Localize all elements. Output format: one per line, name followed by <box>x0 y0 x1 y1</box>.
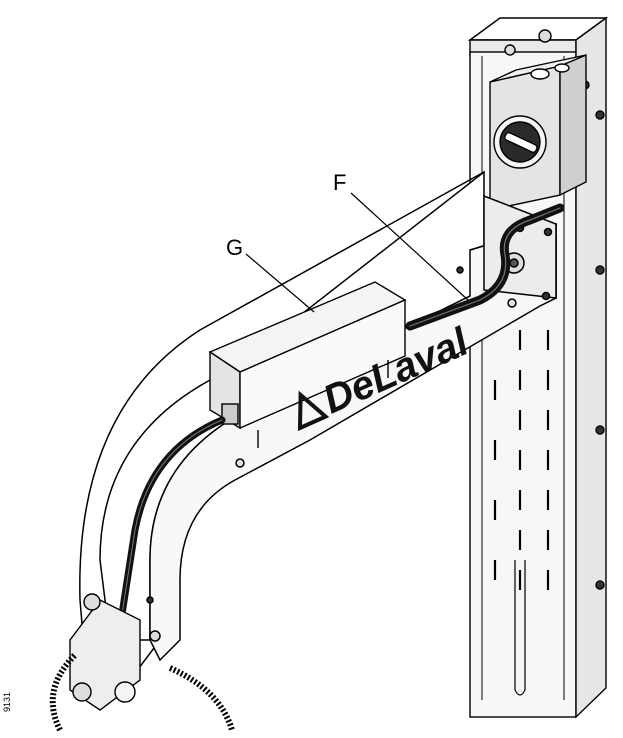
electronic-box <box>208 281 407 448</box>
callout-g: G <box>226 235 315 313</box>
figure-code: 9131 <box>2 692 12 712</box>
rotary-switch-knob <box>493 115 547 169</box>
callout-g-label: G <box>226 235 243 260</box>
cable-lower <box>114 416 226 644</box>
brush-hub <box>49 593 235 732</box>
callout-f: F <box>333 170 469 301</box>
callout-g-leader <box>245 253 315 313</box>
callout-f-label: F <box>333 170 346 195</box>
delaval-logo-icon <box>297 390 330 432</box>
callout-f-leader <box>350 192 469 301</box>
cable-f <box>405 203 565 331</box>
